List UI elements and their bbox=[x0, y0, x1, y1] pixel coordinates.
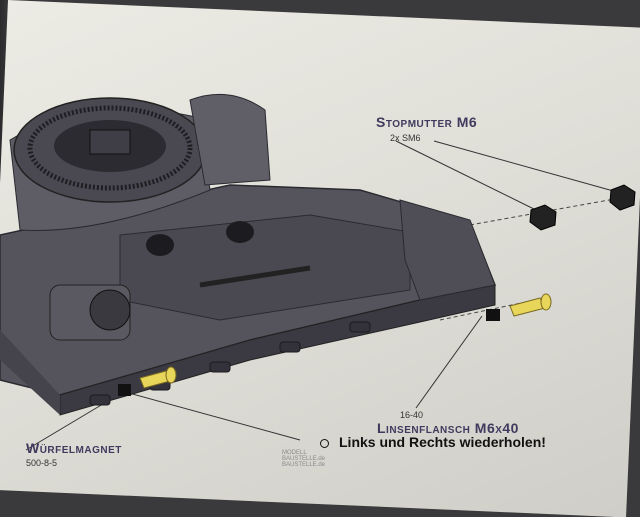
leader-line bbox=[117, 389, 301, 441]
assembly-drawing bbox=[0, 93, 636, 441]
magnet bbox=[486, 309, 500, 321]
wuerfelmagnet-code: 500-8-5 bbox=[26, 458, 58, 468]
linsenflansch-code: 16-40 bbox=[400, 410, 424, 420]
axis-line bbox=[439, 297, 546, 321]
stamp-line: MODELL bbox=[282, 450, 307, 456]
threaded-rod bbox=[199, 265, 311, 288]
axis-line bbox=[469, 197, 621, 226]
instruction-text: Links und Rechts wiederholen! bbox=[339, 434, 546, 450]
nut bbox=[609, 184, 636, 211]
instruction-line: Links und Rechts wiederholen! bbox=[320, 434, 546, 450]
rod-end bbox=[146, 234, 174, 256]
wuerfelmagnet-part bbox=[118, 366, 177, 396]
screw-head bbox=[165, 366, 177, 384]
turret-bracket bbox=[189, 93, 271, 186]
stamp-line: BAUSTELLE.de bbox=[282, 462, 326, 468]
screw-head bbox=[540, 293, 552, 311]
track-link bbox=[279, 341, 301, 353]
stopmutter-code: 2x SM6 bbox=[390, 133, 421, 143]
nut bbox=[529, 204, 557, 231]
leader-line bbox=[415, 315, 483, 409]
track-link bbox=[89, 394, 111, 406]
hub-plate bbox=[89, 129, 131, 155]
chassis bbox=[0, 93, 497, 416]
linsenflansch-part bbox=[486, 293, 552, 321]
linsenflansch-title: Linsenflansch M6x40 bbox=[377, 420, 519, 436]
stopmutter-part bbox=[529, 184, 636, 231]
rod-end bbox=[226, 221, 254, 243]
bullet-icon bbox=[320, 438, 329, 448]
chassis-front bbox=[0, 330, 60, 415]
motor-cap bbox=[89, 289, 131, 331]
track-link bbox=[209, 361, 231, 373]
gear-teeth bbox=[27, 105, 193, 191]
watermark-stamp: MODELL BAUSTELLE.de BAUSTELLE.de bbox=[282, 450, 325, 468]
rear-block bbox=[399, 199, 496, 301]
magnet bbox=[118, 384, 131, 396]
screw bbox=[509, 297, 546, 317]
stamp-line: BAUSTELLE.de bbox=[282, 456, 326, 462]
wuerfelmagnet-title: Würfelmagnet bbox=[26, 440, 122, 456]
leader-line bbox=[395, 140, 541, 213]
stopmutter-title: Stopmutter M6 bbox=[376, 114, 478, 130]
track-link bbox=[349, 321, 371, 333]
leader-line bbox=[433, 140, 618, 193]
